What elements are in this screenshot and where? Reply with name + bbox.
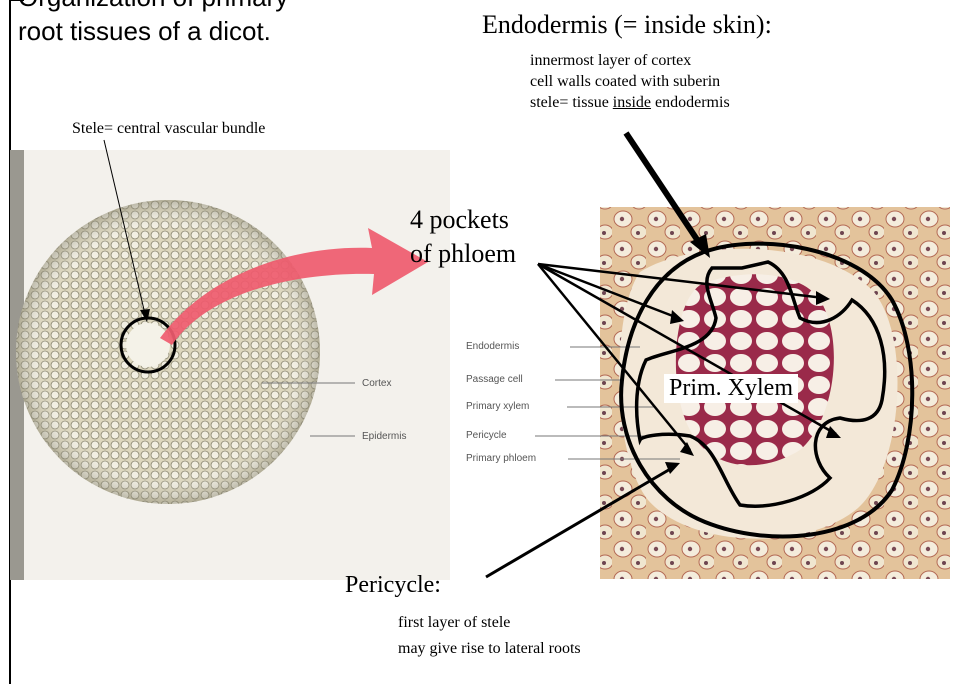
endodermis-line-3-suffix: endodermis — [651, 94, 730, 111]
figure-label-primary-xylem: Primary xylem — [466, 401, 529, 412]
phloem-label-line-1: 4 pockets — [410, 203, 516, 237]
figure-label-endodermis: Endodermis — [466, 341, 519, 352]
endodermis-line-3-prefix: stele= tissue — [530, 94, 613, 111]
pericycle-heading: Pericycle: — [345, 572, 441, 599]
figure-label-pericycle: Pericycle — [466, 430, 507, 441]
phloem-label-line-2: of phloem — [410, 237, 516, 271]
figure-label-primary-phloem: Primary phloem — [466, 453, 536, 464]
pericycle-description: first layer of stele may give rise to la… — [398, 610, 581, 662]
figure-label-epidermis: Epidermis — [362, 431, 406, 442]
figure-label-cortex: Cortex — [362, 378, 391, 389]
pericycle-line-2: may give rise to lateral roots — [398, 636, 581, 662]
page-title: Organization of primary root tissues of … — [18, 0, 288, 48]
endodermis-heading: Endodermis (= inside skin): — [482, 10, 772, 40]
xylem-region — [676, 274, 834, 465]
endodermis-line-1: innermost layer of cortex — [530, 50, 730, 71]
endodermis-line-3: stele= tissue inside endodermis — [530, 92, 730, 113]
endodermis-line-3-underlined: inside — [613, 94, 651, 111]
title-line-2: root tissues of a dicot. — [18, 14, 288, 48]
stele-center — [126, 323, 170, 367]
endodermis-line-2: cell walls coated with suberin — [530, 71, 730, 92]
phloem-label: 4 pockets of phloem — [410, 203, 516, 271]
endodermis-description: innermost layer of cortex cell walls coa… — [530, 50, 730, 113]
xylem-label: Prim. Xylem — [664, 374, 798, 403]
pericycle-line-1: first layer of stele — [398, 610, 581, 636]
title-line-1: Organization of primary — [18, 0, 288, 14]
stele-label: Stele= central vascular bundle — [72, 120, 265, 138]
figure-label-passage-cell: Passage cell — [466, 374, 523, 385]
